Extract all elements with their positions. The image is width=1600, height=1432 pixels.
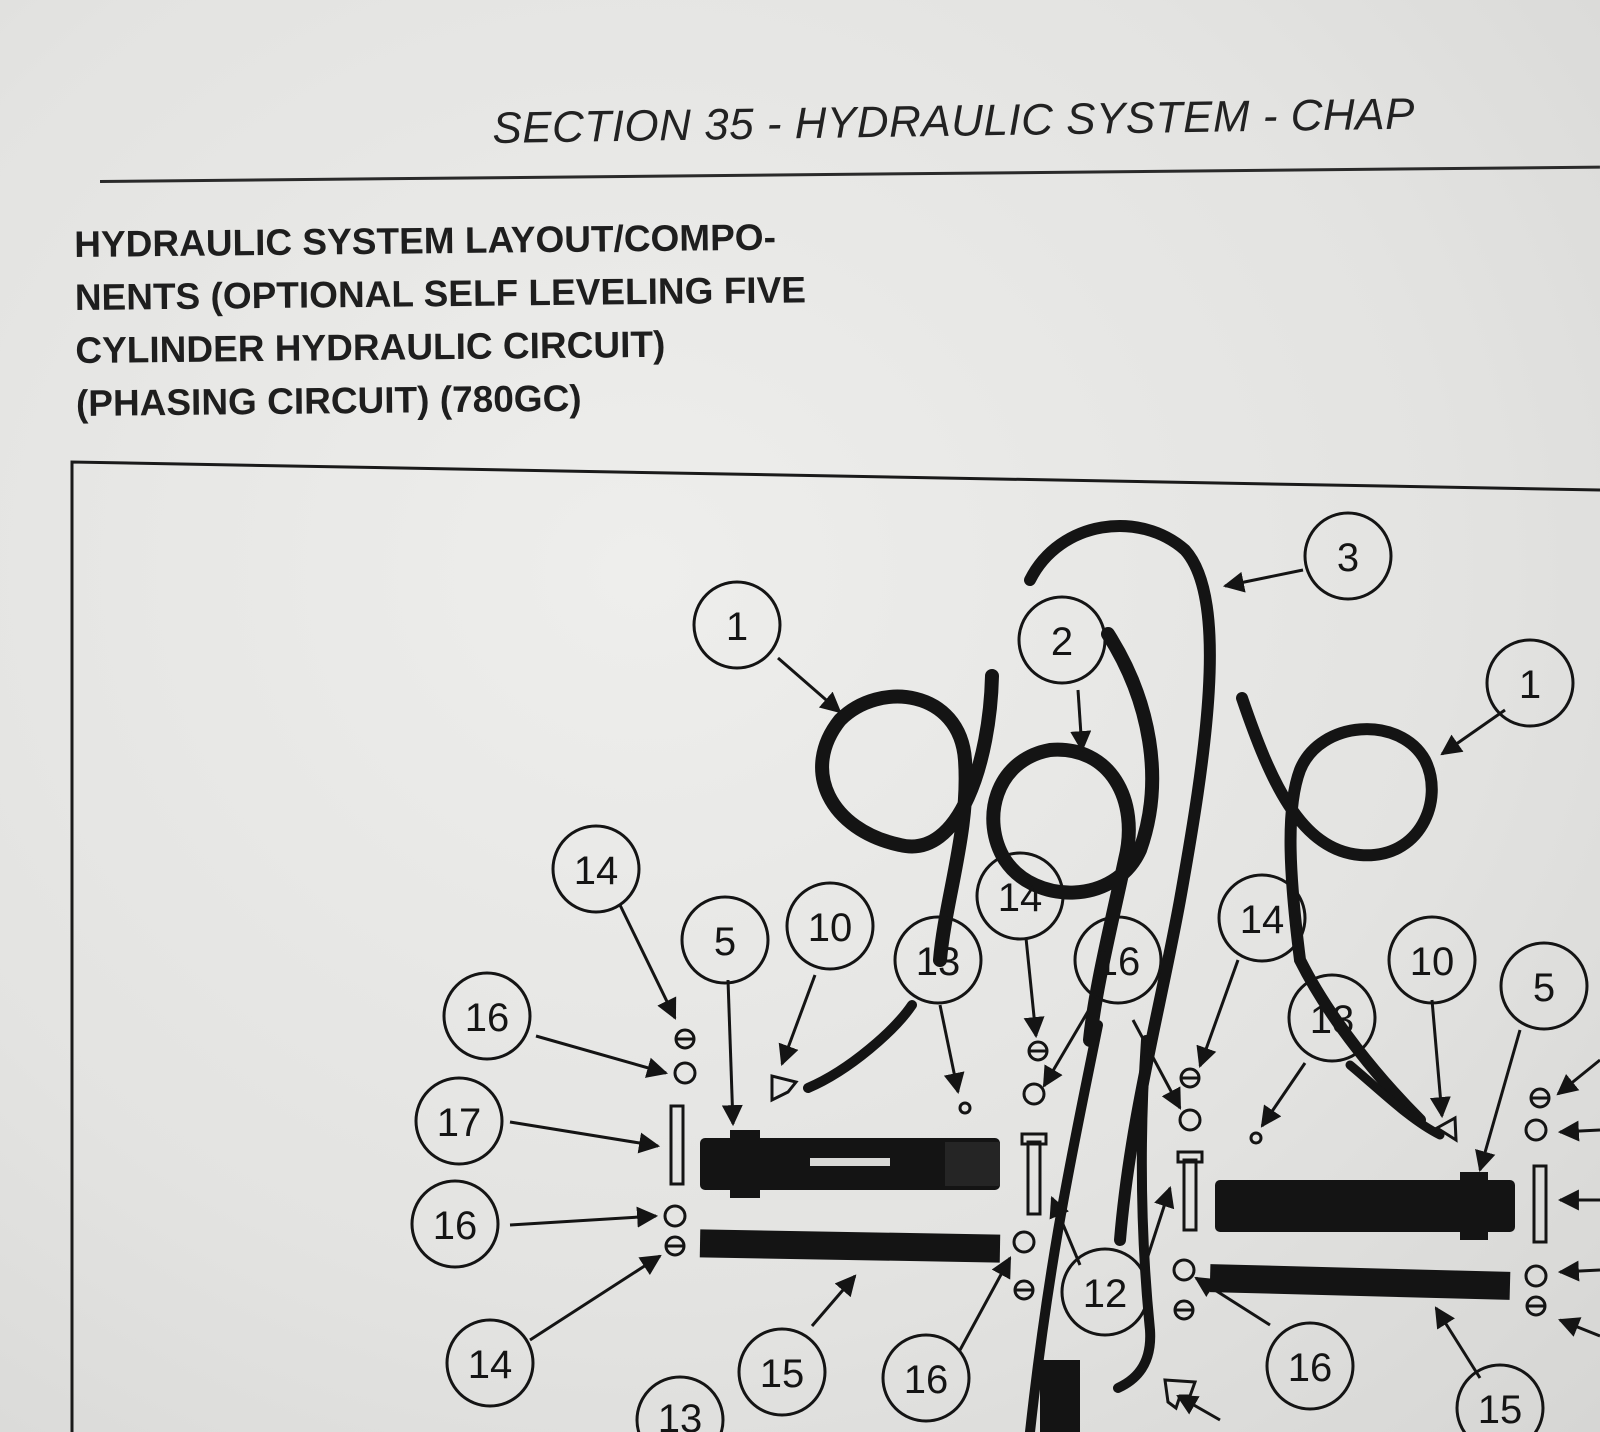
callout: 13 <box>893 915 983 1005</box>
cylinder-right <box>1215 1172 1515 1240</box>
callout-number: 12 <box>1083 1272 1128 1316</box>
callout: 1 <box>692 580 782 670</box>
callout: 3 <box>1303 511 1393 601</box>
callout: 15 <box>737 1327 827 1417</box>
callout-number: 13 <box>1310 998 1355 1042</box>
callout-number: 5 <box>714 920 736 964</box>
callout: 5 <box>1499 941 1589 1031</box>
callout-number: 16 <box>904 1358 949 1402</box>
callout-number: 3 <box>1337 536 1359 580</box>
callout-number: 5 <box>1533 966 1555 1010</box>
callout: 14 <box>445 1318 535 1408</box>
callout: 14 <box>551 824 641 914</box>
hose-center-coil <box>986 627 1160 1047</box>
callout: 13 <box>1287 973 1377 1063</box>
callout: 14 <box>1217 873 1307 963</box>
callout-number: 16 <box>465 996 510 1040</box>
callout: 16 <box>1073 915 1163 1005</box>
callout-number: 13 <box>916 940 961 984</box>
callout: 2 <box>1017 595 1107 685</box>
hose-tee-right <box>1345 1060 1445 1140</box>
callout-number: 16 <box>1288 1346 1333 1390</box>
callout: 16 <box>410 1179 500 1269</box>
callout-number: 14 <box>468 1343 513 1387</box>
cylinder-rod-right <box>1209 1264 1511 1300</box>
figure-border <box>70 460 1600 1432</box>
callout: 16 <box>1265 1321 1355 1411</box>
callout-number: 2 <box>1051 620 1073 664</box>
cylinder-rod-left <box>699 1229 1001 1263</box>
callout: 5 <box>680 895 770 985</box>
callout-number: 15 <box>760 1352 805 1396</box>
callout-number: 13 <box>658 1397 703 1432</box>
fittings <box>663 1028 1551 1411</box>
callout-number: 10 <box>1410 940 1455 984</box>
callout-number: 14 <box>1240 898 1285 942</box>
cylinder-left <box>700 1130 1000 1198</box>
callout: 15 <box>1455 1363 1545 1432</box>
callout-number: 10 <box>808 906 853 950</box>
callout: 1 <box>1485 638 1575 728</box>
callout-number: 14 <box>574 849 619 893</box>
callout: 16 <box>442 971 532 1061</box>
callout: 16 <box>881 1333 971 1423</box>
callout-number: 15 <box>1478 1388 1523 1432</box>
callout-number: 1 <box>1519 663 1541 707</box>
callout: 10 <box>785 881 875 971</box>
hose-tee-left <box>803 1000 917 1093</box>
leader-lines <box>509 568 1600 1422</box>
callout-number: 17 <box>437 1101 482 1145</box>
hose-vertical <box>1113 1035 1156 1393</box>
hose-right-coil <box>1236 692 1438 1126</box>
callout: 13 <box>635 1375 725 1432</box>
callout: 10 <box>1387 915 1477 1005</box>
callout-number: 16 <box>433 1204 478 1248</box>
callout-number: 1 <box>726 605 748 649</box>
callout-number: 16 <box>1096 940 1141 984</box>
hose-left-coil <box>815 669 999 967</box>
callout: 14 <box>975 851 1065 941</box>
callout: 17 <box>414 1076 504 1166</box>
callout: 12 <box>1060 1247 1150 1337</box>
callout-group: 1 3 2 1 14 5 10 13 14 16 14 10 13 5 16 1… <box>410 511 1589 1432</box>
valve-block <box>1040 1360 1080 1432</box>
callout-number: 14 <box>998 876 1043 920</box>
